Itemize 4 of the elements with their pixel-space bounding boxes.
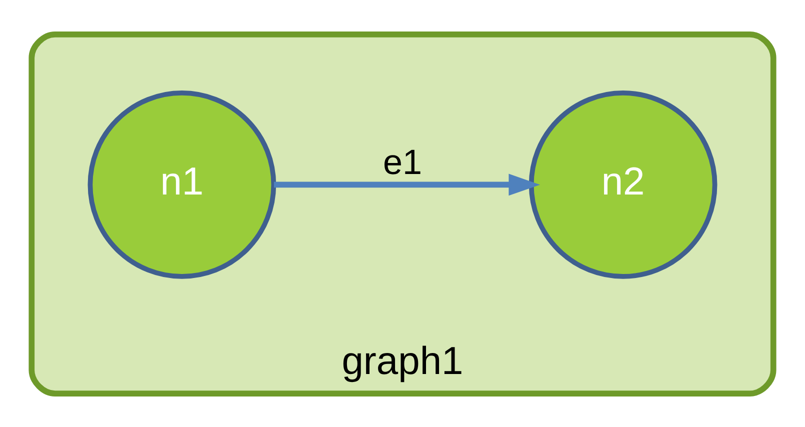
edge-label: e1 [382,142,422,182]
node-circle: n1 [88,90,276,278]
arrow [274,173,540,196]
node-circle: n2 [528,90,718,278]
